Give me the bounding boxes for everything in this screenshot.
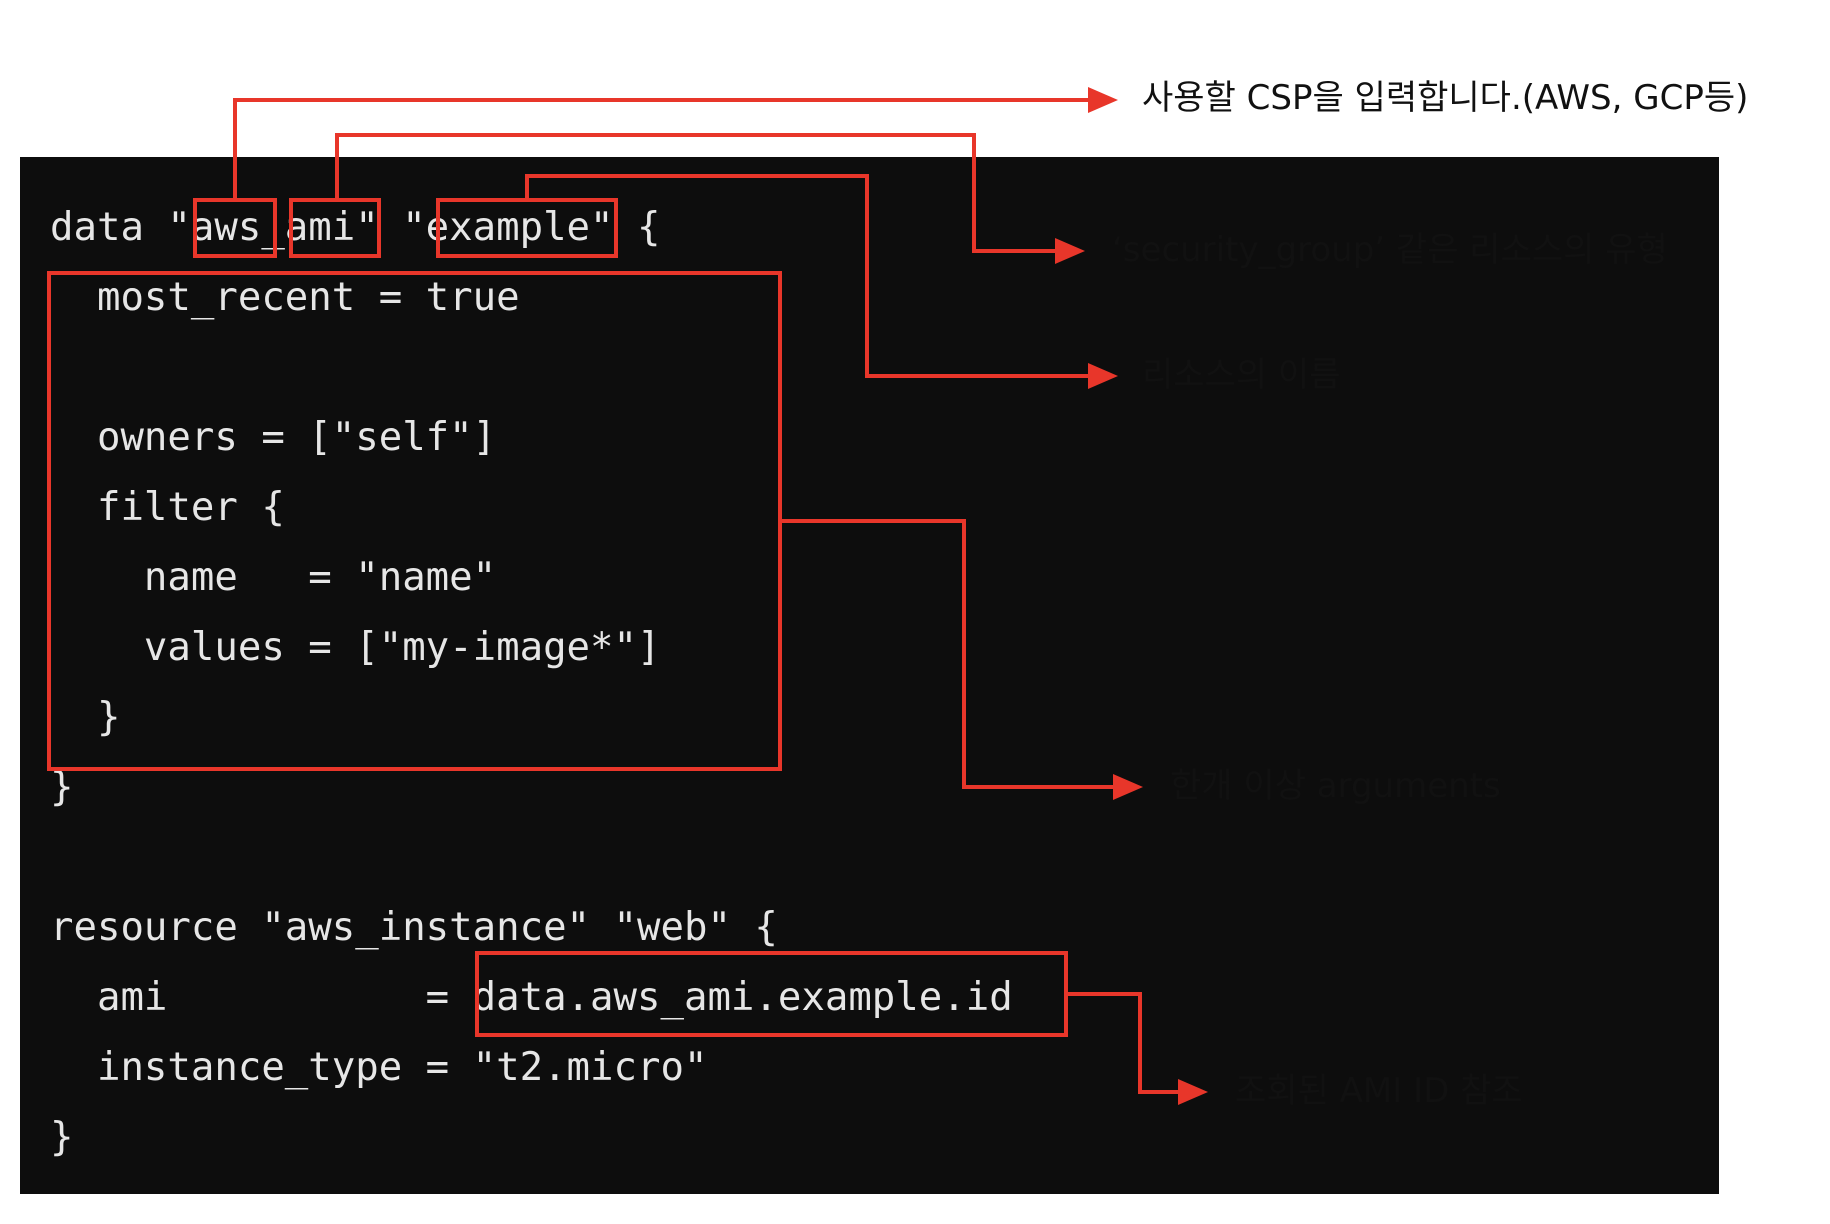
arrowhead-ami-ref <box>1178 1079 1208 1105</box>
highlight-box-ami-ref <box>475 951 1068 1037</box>
code-line-14: } <box>50 1115 74 1160</box>
code-line-13: instance_type = "t2.micro" <box>50 1045 708 1090</box>
code-line-4: owners = ["self"] <box>50 415 497 460</box>
code-line-11: resource "aws_instance" "web" { <box>50 905 778 950</box>
annotation-ami-ref: 조회된 AMI ID 참조 <box>1235 1071 1523 1111</box>
highlight-box-type <box>289 198 381 258</box>
arrowhead-arguments <box>1113 774 1143 800</box>
highlight-box-csp <box>193 198 277 258</box>
arrowhead-name <box>1088 363 1118 389</box>
code-line-5: filter { <box>50 485 285 530</box>
highlight-box-name <box>436 198 618 258</box>
code-line-2: most_recent = true <box>50 275 520 320</box>
annotation-resource-type: ‘security_group’ 같은 리소스의 유형 <box>1112 230 1668 270</box>
connector-type <box>335 133 1057 253</box>
connector-arguments <box>780 519 1115 789</box>
code-line-8: } <box>50 695 121 740</box>
connector-csp <box>233 98 1090 200</box>
connector-name <box>525 174 1090 378</box>
annotation-arguments: 한개 이상 arguments <box>1170 766 1501 806</box>
code-line-12: ami = data.aws_ami.example.id <box>50 975 1013 1020</box>
arrowhead-type <box>1055 238 1085 264</box>
annotation-csp: 사용할 CSP을 입력합니다.(AWS, GCP등) <box>1142 78 1749 118</box>
annotation-resource-name: 리소스의 이름 <box>1142 355 1341 395</box>
code-line-6: name = "name" <box>50 555 497 600</box>
connector-ami-ref <box>1066 992 1180 1094</box>
highlight-box-arguments <box>47 271 782 771</box>
code-panel <box>20 157 1719 1194</box>
code-line-7: values = ["my-image*"] <box>50 625 661 670</box>
arrowhead-csp <box>1088 87 1118 113</box>
code-line-9: } <box>50 765 74 810</box>
